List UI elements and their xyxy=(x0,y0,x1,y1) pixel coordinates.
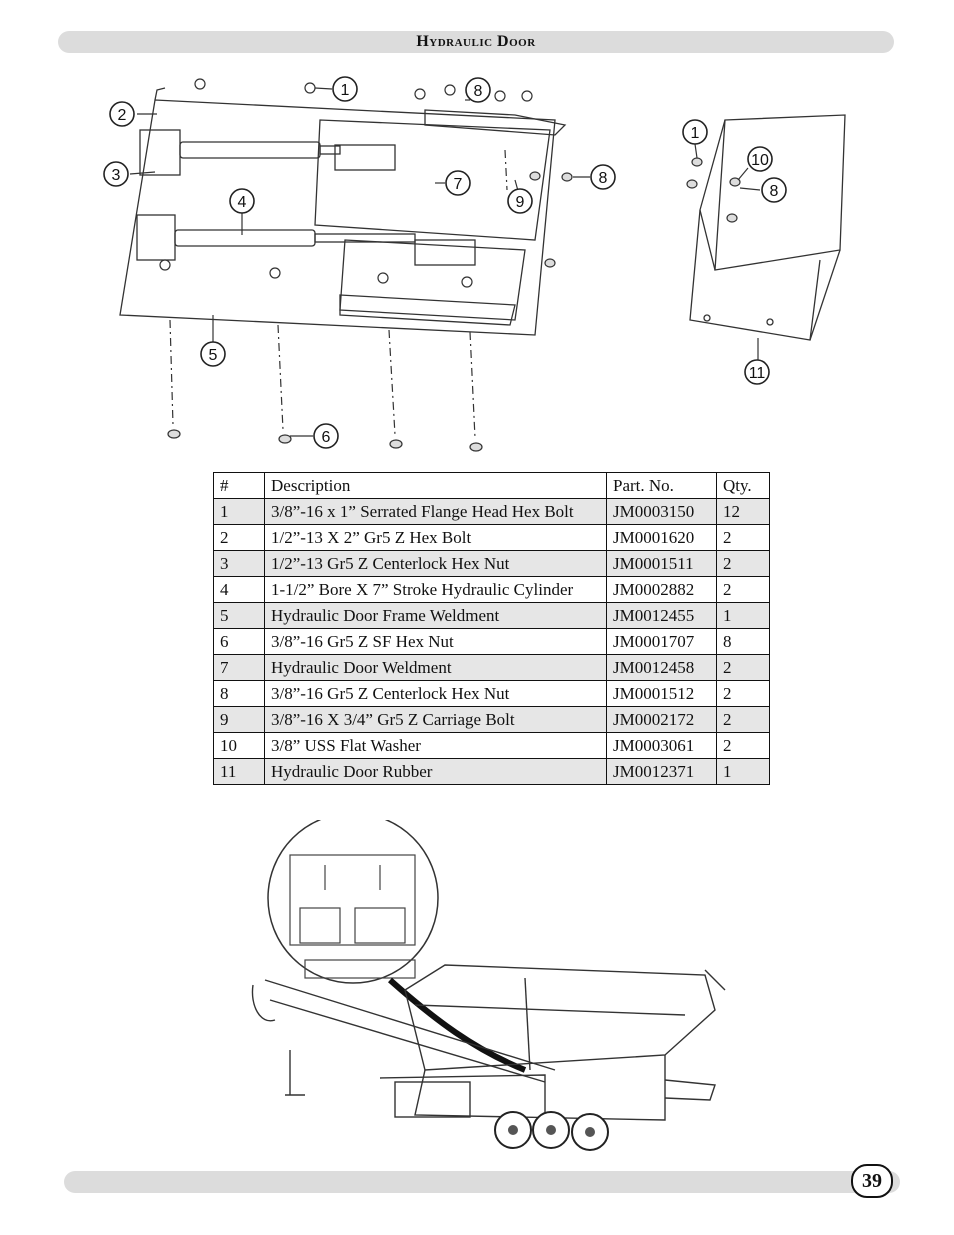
callout-label: 10 xyxy=(751,152,769,169)
callout-label: 8 xyxy=(770,183,779,200)
item-number-cell: 10 xyxy=(213,732,265,759)
quantity-cell: 1 xyxy=(716,602,770,629)
callout-label: 4 xyxy=(238,194,247,211)
item-number-cell: 11 xyxy=(213,758,265,785)
item-number-cell: 2 xyxy=(213,524,265,551)
description-cell: 3/8”-16 X 3/4” Gr5 Z Carriage Bolt xyxy=(264,706,607,733)
quantity-cell: 2 xyxy=(716,524,770,551)
description-cell: 3/8”-16 Gr5 Z SF Hex Nut xyxy=(264,628,607,655)
callout-label: 5 xyxy=(209,347,218,364)
assembly-location-diagram xyxy=(251,820,726,1151)
description-cell: 3/8”-16 x 1” Serrated Flange Head Hex Bo… xyxy=(264,498,607,525)
description-cell: Hydraulic Door Rubber xyxy=(264,758,607,785)
callout-label: 1 xyxy=(341,82,350,99)
description-cell: 1/2”-13 Gr5 Z Centerlock Hex Nut xyxy=(264,550,607,577)
callout-label: 6 xyxy=(322,429,331,446)
item-number-cell: 8 xyxy=(213,680,265,707)
part-number-cell: JM0001512 xyxy=(606,680,717,707)
description-cell: Hydraulic Door Weldment xyxy=(264,654,607,681)
callout-label: 7 xyxy=(454,176,463,193)
quantity-cell: 8 xyxy=(716,628,770,655)
part-number-cell: JM0002172 xyxy=(606,706,717,733)
description-cell: 3/8”-16 Gr5 Z Centerlock Hex Nut xyxy=(264,680,607,707)
callout-label: 11 xyxy=(749,365,766,382)
description-cell: 3/8” USS Flat Washer xyxy=(264,732,607,759)
hydraulic-door-exploded-diagram: 1 2 3 4 5 6 7 8 8 9 xyxy=(103,76,616,452)
description-cell: 1-1/2” Bore X 7” Stroke Hydraulic Cylind… xyxy=(264,576,607,603)
quantity-cell: 1 xyxy=(716,758,770,785)
footer-bar xyxy=(64,1171,900,1193)
callout-label: 8 xyxy=(474,83,483,100)
column-header: Description xyxy=(264,472,607,499)
item-number-cell: 7 xyxy=(213,654,265,681)
table-header-row: # Description Part. No. Qty. xyxy=(213,472,770,499)
description-cell: Hydraulic Door Frame Weldment xyxy=(264,602,607,629)
page-title: Hydraulic Door xyxy=(416,33,536,50)
description-cell: 1/2”-13 X 2” Gr5 Z Hex Bolt xyxy=(264,524,607,551)
door-rubber-diagram: 1 10 8 11 xyxy=(682,114,846,385)
quantity-cell: 2 xyxy=(716,706,770,733)
callout-label: 9 xyxy=(516,194,525,211)
quantity-cell: 2 xyxy=(716,654,770,681)
item-number-cell: 1 xyxy=(213,498,265,525)
quantity-cell: 2 xyxy=(716,576,770,603)
callout-label: 8 xyxy=(599,170,608,187)
part-number-cell: JM0003061 xyxy=(606,732,717,759)
part-number-cell: JM0002882 xyxy=(606,576,717,603)
quantity-cell: 2 xyxy=(716,680,770,707)
part-number-cell: JM0001620 xyxy=(606,524,717,551)
quantity-cell: 12 xyxy=(716,498,770,525)
column-header: Part. No. xyxy=(606,472,717,499)
column-header: Qty. xyxy=(716,472,770,499)
part-number-cell: JM0001707 xyxy=(606,628,717,655)
callout-label: 3 xyxy=(112,167,121,184)
item-number-cell: 4 xyxy=(213,576,265,603)
item-number-cell: 9 xyxy=(213,706,265,733)
column-header: # xyxy=(213,472,265,499)
item-number-cell: 5 xyxy=(213,602,265,629)
callout-label: 2 xyxy=(118,107,127,124)
item-number-cell: 6 xyxy=(213,628,265,655)
part-number-cell: JM0012455 xyxy=(606,602,717,629)
part-number-cell: JM0012458 xyxy=(606,654,717,681)
item-number-cell: 3 xyxy=(213,550,265,577)
header-bar: Hydraulic Door xyxy=(58,31,894,53)
part-number-cell: JM0012371 xyxy=(606,758,717,785)
quantity-cell: 2 xyxy=(716,732,770,759)
page-number: 39 xyxy=(851,1164,893,1198)
part-number-cell: JM0003150 xyxy=(606,498,717,525)
part-number-cell: JM0001511 xyxy=(606,550,717,577)
quantity-cell: 2 xyxy=(716,550,770,577)
callout-label: 1 xyxy=(691,125,700,142)
